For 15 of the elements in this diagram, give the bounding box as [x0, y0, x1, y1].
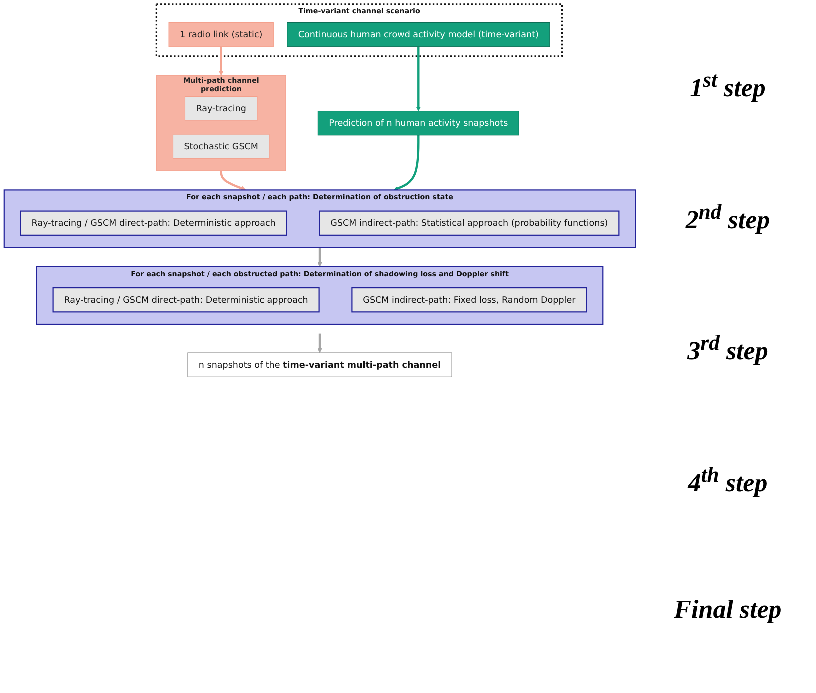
- process-box: GSCM indirect-path: Fixed loss, Random Doppler: [352, 288, 588, 313]
- step-label: 2$^{nd}$ step: [684, 200, 772, 236]
- process-box: 1 radio link (static): [168, 22, 274, 48]
- process-box: Ray-tracing / GSCM direct-path: Deterministic approach: [20, 210, 288, 236]
- process-box: Continuous human crowd activity model (time-variant): [287, 22, 550, 48]
- process-box: Stochastic GSCM: [173, 134, 270, 159]
- step-label: 4$^{th}$ step: [686, 463, 769, 499]
- step-label: 1$^{st}$ step: [689, 68, 767, 104]
- process-box: Prediction of n human activity snapshots: [318, 111, 520, 136]
- process-box: GSCM indirect-path: Statistical approach (probability functions): [319, 210, 620, 236]
- process-box: n snapshots of the time-variant multi-path channel: [188, 352, 452, 378]
- process-box: Ray-tracing / GSCM direct-path: Deterministic approach: [52, 288, 320, 313]
- step-label: Final step: [673, 594, 783, 625]
- step-label: 3$^{rd}$ step: [686, 331, 770, 368]
- process-box: Ray-tracing: [184, 96, 258, 122]
